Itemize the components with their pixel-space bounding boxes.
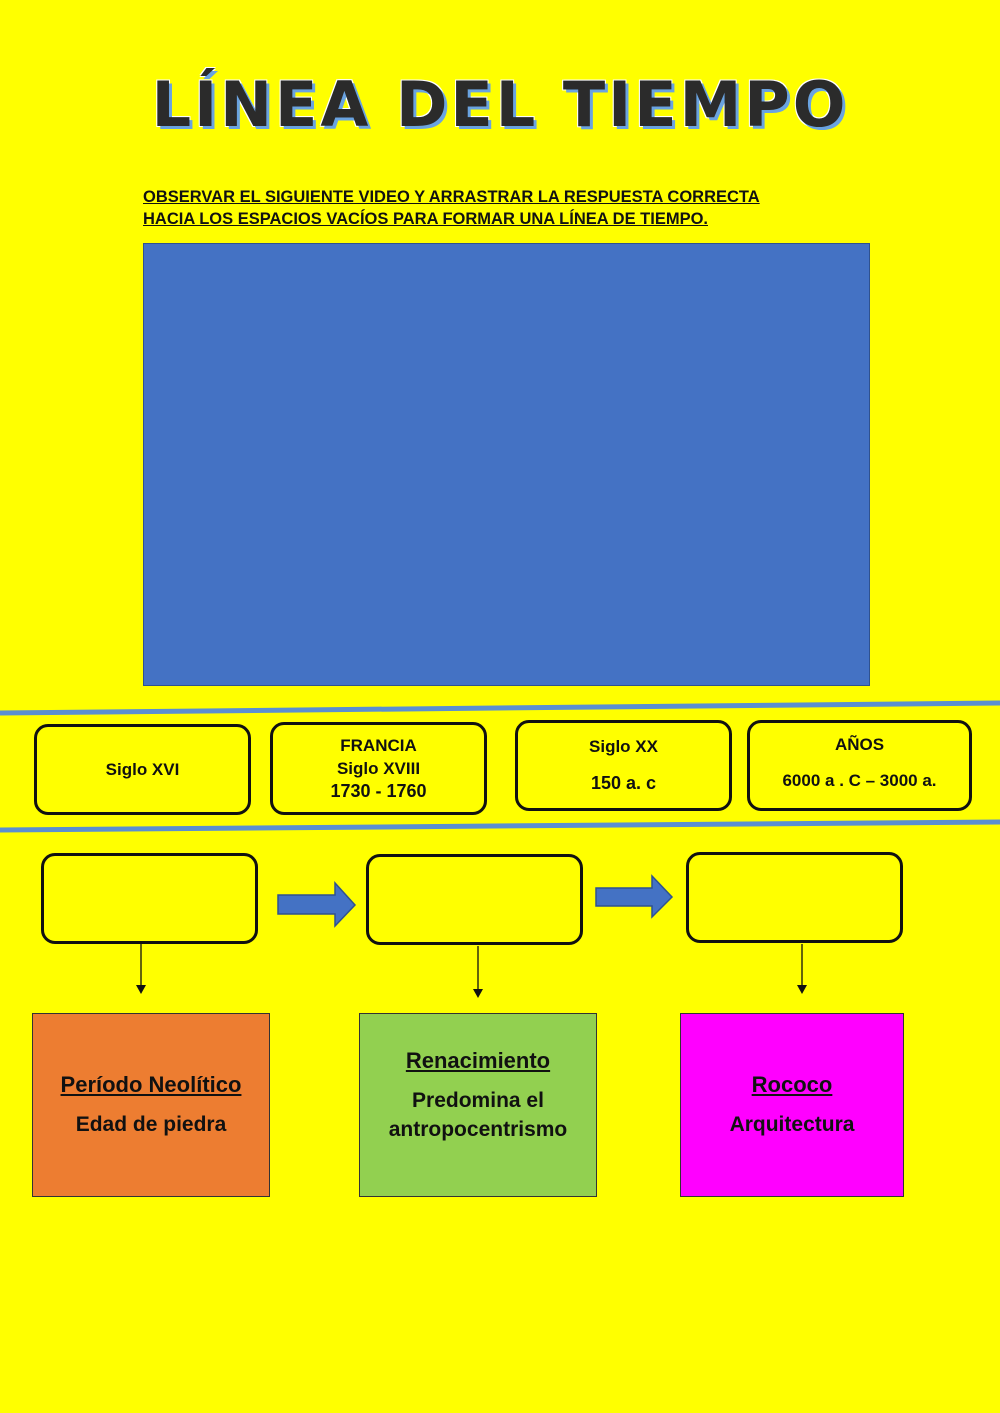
drag-option-siglo-xx[interactable]: Siglo XX 150 a. c (515, 720, 732, 811)
option-label: 150 a. c (590, 773, 657, 793)
instructions-line-1: OBSERVAR EL SIGUIENTE VIDEO Y ARRASTRAR … (143, 188, 760, 206)
band-line-top (0, 700, 1000, 716)
drag-option-francia[interactable]: FRANCIA Siglo XVIII 1730 - 1760 (270, 722, 487, 815)
instructions-line-2: HACIA LOS ESPACIOS VACÍOS PARA FORMAR UN… (143, 210, 708, 228)
video-player[interactable] (143, 243, 870, 686)
card-heading: Renacimiento (405, 1048, 551, 1073)
card-periodo-neolitico: Período Neolítico Edad de piedra (32, 1013, 270, 1197)
page-title: LÍNEA DEL TIEMPO (151, 68, 849, 141)
drag-option-siglo-xvi[interactable]: Siglo XVI (34, 724, 251, 815)
option-label: 6000 a . C – 3000 a. (782, 771, 937, 790)
option-label: Siglo XVI (105, 759, 180, 779)
down-arrow-icon (797, 944, 807, 994)
option-label: Siglo XX (589, 737, 658, 756)
instructions: OBSERVAR EL SIGUIENTE VIDEO Y ARRASTRAR … (143, 186, 873, 230)
drag-option-anos[interactable]: AÑOS 6000 a . C – 3000 a. (747, 720, 972, 811)
card-rococo: Rococo Arquitectura (680, 1013, 904, 1197)
card-description: Edad de piedra (75, 1112, 227, 1136)
option-label: FRANCIA (340, 736, 417, 755)
option-label: AÑOS (834, 735, 885, 754)
down-arrow-icon (136, 944, 146, 994)
band-line-bottom (0, 819, 1000, 833)
drop-slot-2[interactable] (366, 854, 583, 945)
card-description: Predomina el antropocentrismo (388, 1089, 568, 1141)
right-arrow-icon (277, 881, 357, 928)
card-heading: Rococo (751, 1071, 833, 1097)
drop-slot-3[interactable] (686, 852, 903, 943)
right-arrow-icon (595, 874, 674, 919)
card-heading: Período Neolítico (60, 1071, 242, 1097)
option-label: 1730 - 1760 (330, 781, 427, 801)
card-description: Arquitectura (729, 1112, 855, 1136)
down-arrow-icon (473, 946, 483, 998)
drop-slot-1[interactable] (41, 853, 258, 944)
option-label: Siglo XVIII (336, 759, 421, 778)
card-renacimiento: Renacimiento Predomina el antropocentris… (359, 1013, 597, 1197)
